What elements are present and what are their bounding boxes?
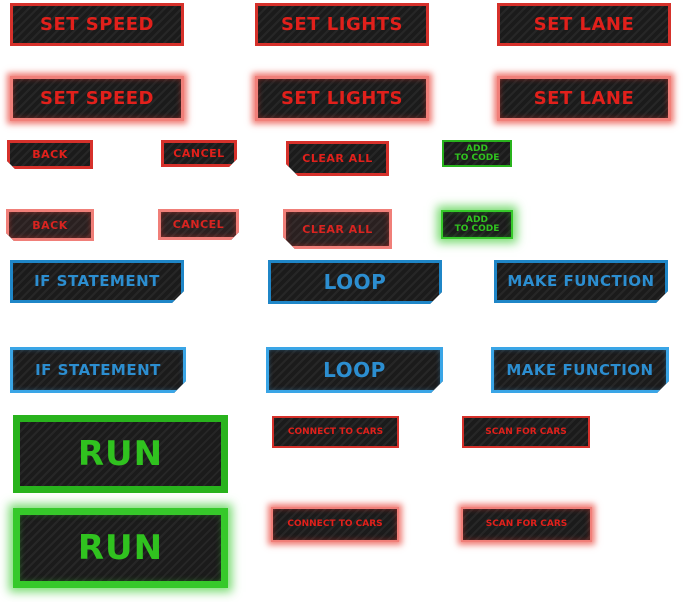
set-lane-label: SET LANE bbox=[533, 13, 635, 35]
clear-all-button[interactable]: CLEAR ALL bbox=[286, 141, 389, 176]
set-lights-label: SET LIGHTS bbox=[280, 13, 404, 35]
set-lights-button-hover[interactable]: SET LIGHTS bbox=[255, 76, 429, 121]
add-to-code-button[interactable]: ADD TO CODE bbox=[442, 140, 512, 167]
back-label: BACK bbox=[32, 148, 68, 161]
if-statement-button-hover[interactable]: IF STATEMENT bbox=[10, 347, 186, 393]
cancel-button[interactable]: CANCEL bbox=[161, 140, 237, 167]
set-lane-button[interactable]: SET LANE bbox=[497, 3, 671, 46]
loop-label-hover: LOOP bbox=[323, 358, 386, 382]
make-function-label: MAKE FUNCTION bbox=[507, 272, 655, 290]
set-lane-button-hover[interactable]: SET LANE bbox=[497, 76, 671, 121]
clear-all-label-hover: CLEAR ALL bbox=[302, 222, 373, 236]
set-lane-label-hover: SET LANE bbox=[533, 87, 635, 109]
cancel-button-hover[interactable]: CANCEL bbox=[158, 209, 239, 240]
add-to-code-button-hover[interactable]: ADD TO CODE bbox=[441, 210, 513, 239]
make-function-button-hover[interactable]: MAKE FUNCTION bbox=[491, 347, 669, 393]
scan-for-cars-label-hover: SCAN FOR CARS bbox=[485, 519, 568, 529]
if-statement-label: IF STATEMENT bbox=[34, 272, 160, 290]
loop-button[interactable]: LOOP bbox=[268, 260, 442, 304]
set-lights-label-hover: SET LIGHTS bbox=[280, 87, 404, 109]
if-statement-label-hover: IF STATEMENT bbox=[35, 360, 161, 379]
clear-all-button-hover[interactable]: CLEAR ALL bbox=[283, 209, 392, 249]
run-button-hover[interactable]: RUN bbox=[13, 508, 228, 588]
set-speed-button-hover[interactable]: SET SPEED bbox=[10, 76, 184, 121]
set-speed-label: SET SPEED bbox=[40, 13, 154, 35]
back-label-hover: BACK bbox=[32, 218, 68, 232]
connect-to-cars-button[interactable]: CONNECT TO CARS bbox=[272, 416, 399, 448]
cancel-label-hover: CANCEL bbox=[172, 218, 225, 231]
loop-label: LOOP bbox=[323, 270, 387, 294]
make-function-button[interactable]: MAKE FUNCTION bbox=[494, 260, 668, 303]
back-button[interactable]: BACK bbox=[7, 140, 93, 169]
scan-for-cars-button[interactable]: SCAN FOR CARS bbox=[462, 416, 590, 448]
connect-to-cars-label: CONNECT TO CARS bbox=[287, 426, 384, 437]
set-speed-label-hover: SET SPEED bbox=[40, 87, 154, 109]
add-to-code-label: ADD TO CODE bbox=[454, 143, 500, 163]
connect-to-cars-label-hover: CONNECT TO CARS bbox=[287, 519, 383, 529]
clear-all-label: CLEAR ALL bbox=[302, 152, 373, 165]
back-button-hover[interactable]: BACK bbox=[6, 209, 94, 241]
add-to-code-label-hover: ADD TO CODE bbox=[454, 214, 500, 234]
set-lights-button[interactable]: SET LIGHTS bbox=[255, 3, 429, 46]
connect-to-cars-button-hover[interactable]: CONNECT TO CARS bbox=[271, 507, 399, 542]
scan-for-cars-button-hover[interactable]: SCAN FOR CARS bbox=[461, 507, 592, 542]
make-function-label-hover: MAKE FUNCTION bbox=[506, 360, 654, 379]
run-label: RUN bbox=[77, 434, 164, 474]
run-label-hover: RUN bbox=[77, 528, 164, 568]
if-statement-button[interactable]: IF STATEMENT bbox=[10, 260, 184, 303]
loop-button-hover[interactable]: LOOP bbox=[266, 347, 443, 393]
set-speed-button[interactable]: SET SPEED bbox=[10, 3, 184, 46]
run-button[interactable]: RUN bbox=[13, 415, 228, 493]
scan-for-cars-label: SCAN FOR CARS bbox=[485, 426, 567, 437]
cancel-label: CANCEL bbox=[173, 147, 225, 160]
